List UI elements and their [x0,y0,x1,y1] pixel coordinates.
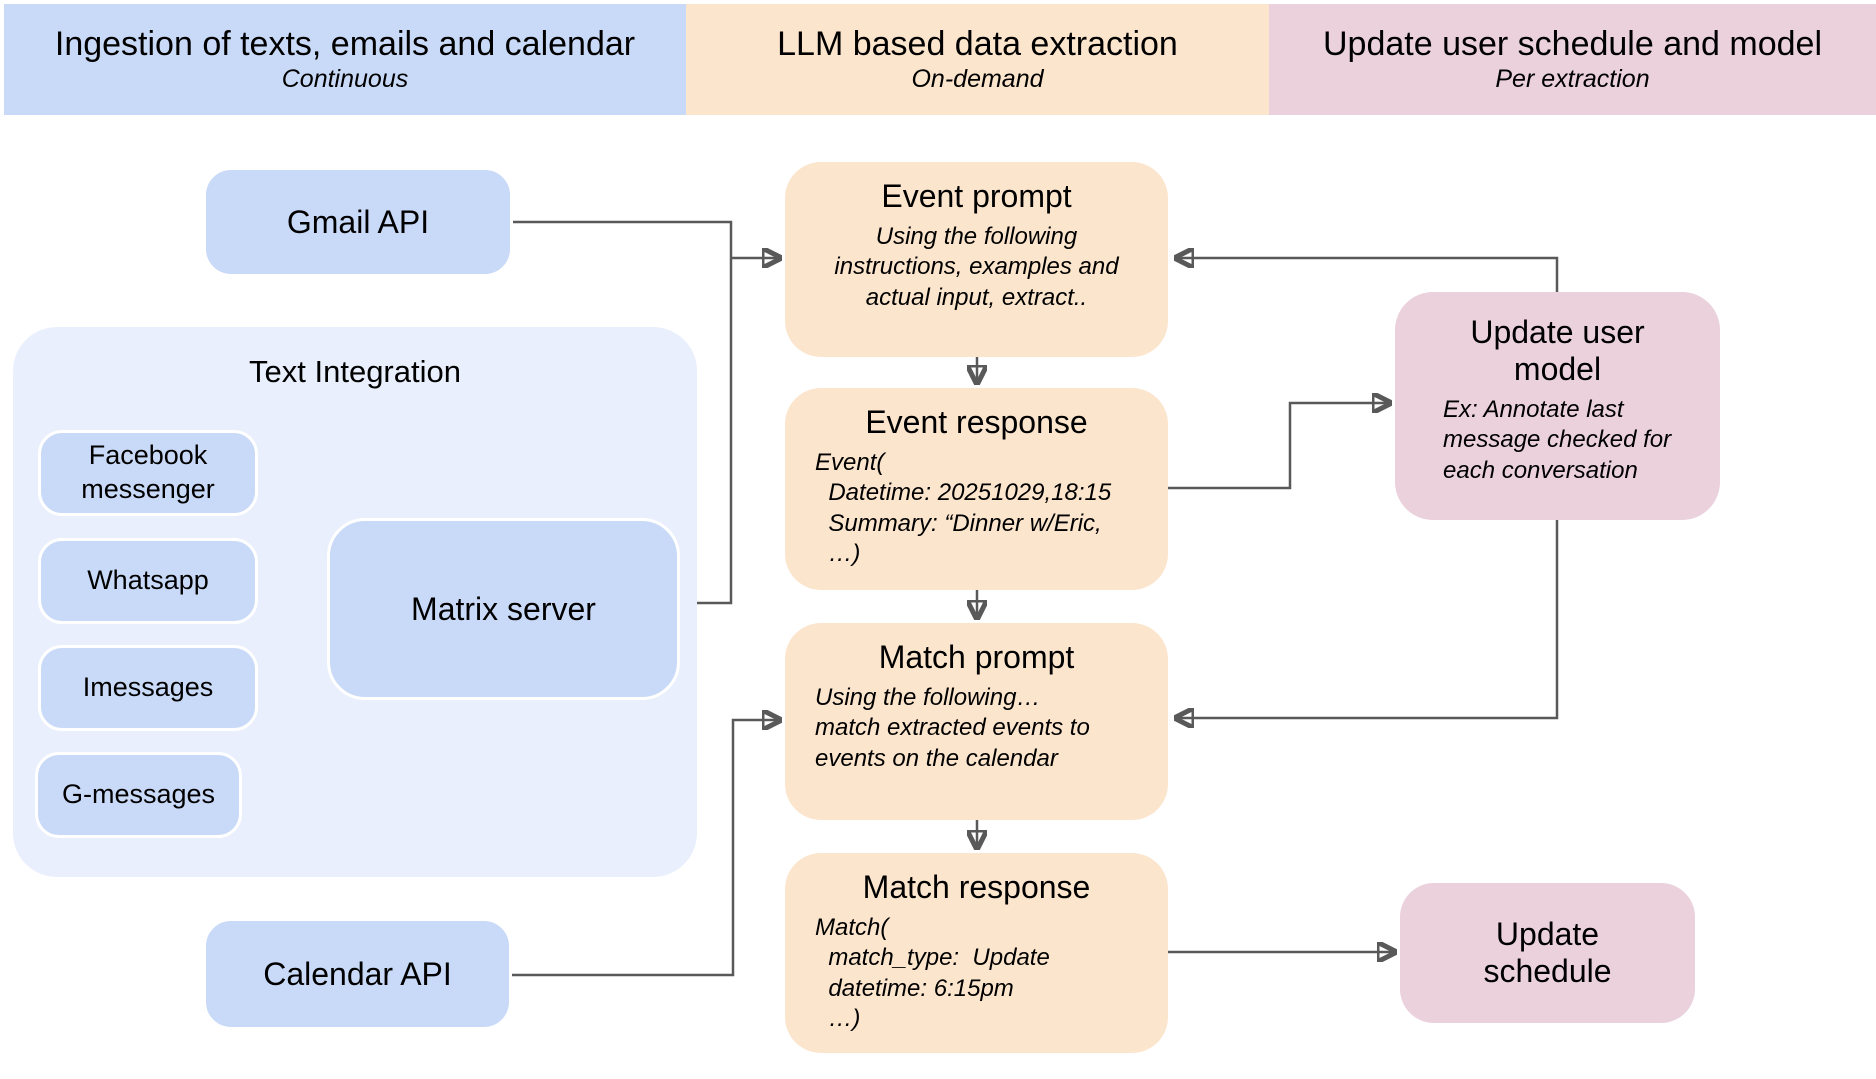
event-prompt-body: Using the following instructions, exampl… [834,222,1119,311]
event-response-node: Event response Event( Datetime: 20251029… [785,388,1168,590]
wire-update-user-model-to-match-prompt [1177,520,1559,718]
matrix-server-label: Matrix server [411,590,596,627]
header-subtitle-ingestion: Continuous [281,64,409,93]
gmail-api-label: Gmail API [286,203,430,240]
header-section-llm: LLM based data extraction On-demand [686,4,1269,115]
matrix-server-node: Matrix server [327,518,680,700]
header-subtitle-update: Per extraction [1495,64,1650,93]
match-response-title: Match response [862,869,1091,905]
event-response-body: Event( Datetime: 20251029,18:15 Summary:… [815,448,1112,568]
header-title-update: Update user schedule and model [1323,24,1822,63]
update-user-model-title: Update user model [1470,314,1645,387]
calendar-api-node: Calendar API [203,918,512,1030]
update-schedule-title: Update schedule [1483,916,1612,989]
gmessages-node: G-messages [35,752,242,838]
update-user-model-body: Ex: Annotate last message checked for ea… [1443,395,1672,484]
match-response-node: Match response Match( match_type: Update… [785,853,1168,1053]
whatsapp-label: Whatsapp [87,565,209,596]
facebook-messenger-node: Facebook messenger [38,430,258,516]
header-subtitle-llm: On-demand [911,64,1044,93]
text-integration-title: Text Integration [249,354,461,389]
header-title-ingestion: Ingestion of texts, emails and calendar [54,24,636,63]
header-section-ingestion: Ingestion of texts, emails and calendar … [4,4,686,115]
event-prompt-title: Event prompt [881,178,1072,214]
match-prompt-body: Using the following… match extracted eve… [815,683,1090,772]
wire-event-response-to-update-user-model [1168,403,1389,490]
match-prompt-title: Match prompt [878,639,1075,675]
event-prompt-node: Event prompt Using the following instruc… [785,162,1168,357]
calendar-api-label: Calendar API [263,955,452,992]
update-schedule-node: Update schedule [1400,883,1695,1023]
facebook-messenger-label: Facebook messenger [81,440,215,504]
match-response-body: Match( match_type: Update datetime: 6:15… [815,913,1050,1033]
match-prompt-node: Match prompt Using the following… match … [785,623,1168,820]
event-response-title: Event response [865,404,1088,440]
header-title-llm: LLM based data extraction [777,24,1178,63]
whatsapp-node: Whatsapp [38,538,258,624]
update-user-model-node: Update user model Ex: Annotate last mess… [1395,292,1720,520]
wire-update-user-model-to-event-prompt [1177,258,1559,292]
header-section-update: Update user schedule and model Per extra… [1269,4,1876,115]
gmail-api-node: Gmail API [203,167,513,277]
gmessages-label: G-messages [61,779,216,810]
imessages-label: Imessages [82,672,214,703]
imessages-node: Imessages [38,645,258,731]
